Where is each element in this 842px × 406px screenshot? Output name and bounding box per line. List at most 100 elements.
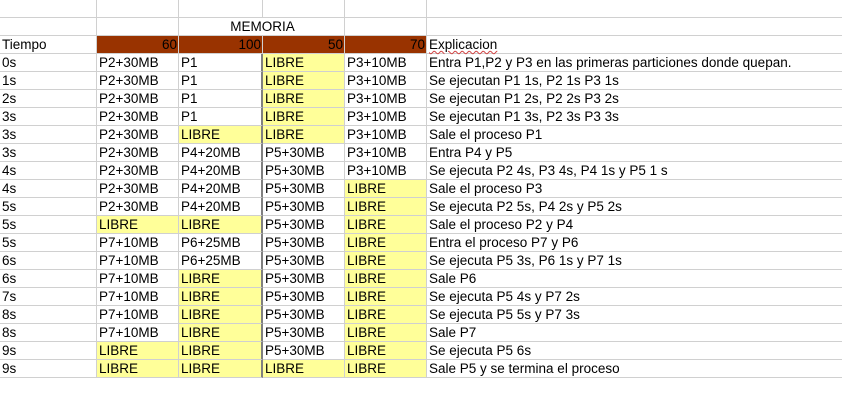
time-cell[interactable]: 1s [0, 72, 97, 90]
explanation-cell[interactable]: Se ejecuta P2 4s, P3 4s, P4 1s y P5 1 s [427, 162, 842, 180]
partition-cell[interactable]: LIBRE [179, 216, 263, 234]
partition-cell[interactable]: P1 [179, 90, 263, 108]
partition-cell[interactable]: LIBRE [345, 270, 427, 288]
partition-cell[interactable]: P5+30MB [263, 342, 345, 360]
explanation-cell[interactable]: Sale el proceso P3 [427, 180, 842, 198]
partition-cell[interactable]: P5+30MB [263, 270, 345, 288]
explanation-cell[interactable]: Sale P6 [427, 270, 842, 288]
partition-cell[interactable]: LIBRE [263, 90, 345, 108]
explanation-cell[interactable]: Sale el proceso P1 [427, 126, 842, 144]
partition-cell[interactable]: P3+10MB [345, 126, 427, 144]
cell[interactable] [345, 0, 427, 18]
partition-cell[interactable]: P4+20MB [179, 180, 263, 198]
partition-cell[interactable]: P5+30MB [263, 180, 345, 198]
partition-cell[interactable]: LIBRE [97, 216, 179, 234]
partition-cell[interactable]: LIBRE [97, 360, 179, 378]
explanation-cell[interactable]: Entra P4 y P5 [427, 144, 842, 162]
partition-cell[interactable]: LIBRE [179, 270, 263, 288]
partition-cell[interactable]: P3+10MB [345, 54, 427, 72]
partition-cell[interactable]: P2+30MB [97, 126, 179, 144]
partition-cell[interactable]: LIBRE [345, 252, 427, 270]
partition-cell[interactable]: P5+30MB [263, 216, 345, 234]
partition-cell[interactable]: LIBRE [179, 306, 263, 324]
partition-cell[interactable]: LIBRE [97, 342, 179, 360]
time-cell[interactable]: 8s [0, 306, 97, 324]
partition-cell[interactable]: P4+20MB [179, 162, 263, 180]
partition-cell[interactable]: LIBRE [179, 126, 263, 144]
time-cell[interactable]: 3s [0, 108, 97, 126]
partition-cell[interactable]: P2+30MB [97, 162, 179, 180]
partition-cell[interactable]: P1 [179, 72, 263, 90]
partition-cell[interactable]: LIBRE [345, 324, 427, 342]
partition-cell[interactable]: P3+10MB [345, 90, 427, 108]
partition-cell[interactable]: P7+10MB [97, 270, 179, 288]
partition-cell[interactable]: LIBRE [179, 342, 263, 360]
partition-cell[interactable]: LIBRE [345, 216, 427, 234]
time-cell[interactable]: 6s [0, 270, 97, 288]
cell[interactable] [97, 18, 179, 36]
partition-50-header[interactable]: 50 [263, 36, 345, 54]
partition-cell[interactable]: P3+10MB [345, 162, 427, 180]
partition-cell[interactable]: P5+30MB [263, 144, 345, 162]
partition-cell[interactable]: P7+10MB [97, 306, 179, 324]
time-cell[interactable]: 2s [0, 90, 97, 108]
explanation-cell[interactable]: Entra P1,P2 y P3 en las primeras partici… [427, 54, 842, 72]
partition-100-header[interactable]: 100 [179, 36, 263, 54]
time-cell[interactable]: 4s [0, 180, 97, 198]
memoria-title[interactable]: MEMORIA [179, 18, 345, 36]
partition-cell[interactable]: P4+20MB [179, 198, 263, 216]
time-cell[interactable]: 3s [0, 126, 97, 144]
partition-cell[interactable]: LIBRE [345, 342, 427, 360]
tiempo-header[interactable]: Tiempo [0, 36, 97, 54]
explanation-cell[interactable]: Se ejecuta P5 5s y P7 3s [427, 306, 842, 324]
explanation-cell[interactable]: Sale P5 y se termina el proceso [427, 360, 842, 378]
partition-cell[interactable]: P6+25MB [179, 252, 263, 270]
partition-cell[interactable]: LIBRE [345, 360, 427, 378]
time-cell[interactable]: 6s [0, 252, 97, 270]
partition-70-header[interactable]: 70 [345, 36, 427, 54]
partition-cell[interactable]: P2+30MB [97, 54, 179, 72]
partition-cell[interactable]: LIBRE [179, 360, 263, 378]
time-cell[interactable]: 5s [0, 234, 97, 252]
partition-cell[interactable]: P7+10MB [97, 288, 179, 306]
explanation-cell[interactable]: Se ejecutan P1 2s, P2 2s P3 2s [427, 90, 842, 108]
cell[interactable] [427, 0, 842, 18]
time-cell[interactable]: 4s [0, 162, 97, 180]
time-cell[interactable]: 9s [0, 342, 97, 360]
partition-cell[interactable]: P2+30MB [97, 90, 179, 108]
partition-cell[interactable]: LIBRE [263, 72, 345, 90]
partition-cell[interactable]: P3+10MB [345, 144, 427, 162]
explanation-cell[interactable]: Se ejecuta P5 6s [427, 342, 842, 360]
partition-cell[interactable]: P3+10MB [345, 108, 427, 126]
partition-cell[interactable]: P5+30MB [263, 252, 345, 270]
time-cell[interactable]: 3s [0, 144, 97, 162]
partition-60-header[interactable]: 60 [97, 36, 179, 54]
partition-cell[interactable]: P2+30MB [97, 198, 179, 216]
partition-cell[interactable]: LIBRE [345, 306, 427, 324]
partition-cell[interactable]: P5+30MB [263, 198, 345, 216]
time-cell[interactable]: 5s [0, 216, 97, 234]
time-cell[interactable]: 7s [0, 288, 97, 306]
time-cell[interactable]: 0s [0, 54, 97, 72]
partition-cell[interactable]: P5+30MB [263, 324, 345, 342]
partition-cell[interactable]: P7+10MB [97, 324, 179, 342]
partition-cell[interactable]: LIBRE [179, 324, 263, 342]
partition-cell[interactable]: P2+30MB [97, 72, 179, 90]
partition-cell[interactable]: P3+10MB [345, 72, 427, 90]
partition-cell[interactable]: LIBRE [345, 180, 427, 198]
partition-cell[interactable]: P2+30MB [97, 144, 179, 162]
partition-cell[interactable]: P4+20MB [179, 144, 263, 162]
partition-cell[interactable]: P7+10MB [97, 234, 179, 252]
partition-cell[interactable]: LIBRE [179, 288, 263, 306]
partition-cell[interactable]: P1 [179, 108, 263, 126]
explanation-cell[interactable]: Se ejecuta P5 4s y P7 2s [427, 288, 842, 306]
explanation-cell[interactable]: Se ejecutan P1 1s, P2 1s P3 1s [427, 72, 842, 90]
partition-cell[interactable]: P7+10MB [97, 252, 179, 270]
partition-cell[interactable]: LIBRE [263, 108, 345, 126]
cell[interactable] [97, 0, 179, 18]
explanation-cell[interactable]: Se ejecuta P2 5s, P4 2s y P5 2s [427, 198, 842, 216]
explanation-cell[interactable]: Entra el proceso P7 y P6 [427, 234, 842, 252]
explanation-cell[interactable]: Se ejecutan P1 3s, P2 3s P3 3s [427, 108, 842, 126]
partition-cell[interactable]: LIBRE [263, 126, 345, 144]
partition-cell[interactable]: P5+30MB [263, 306, 345, 324]
